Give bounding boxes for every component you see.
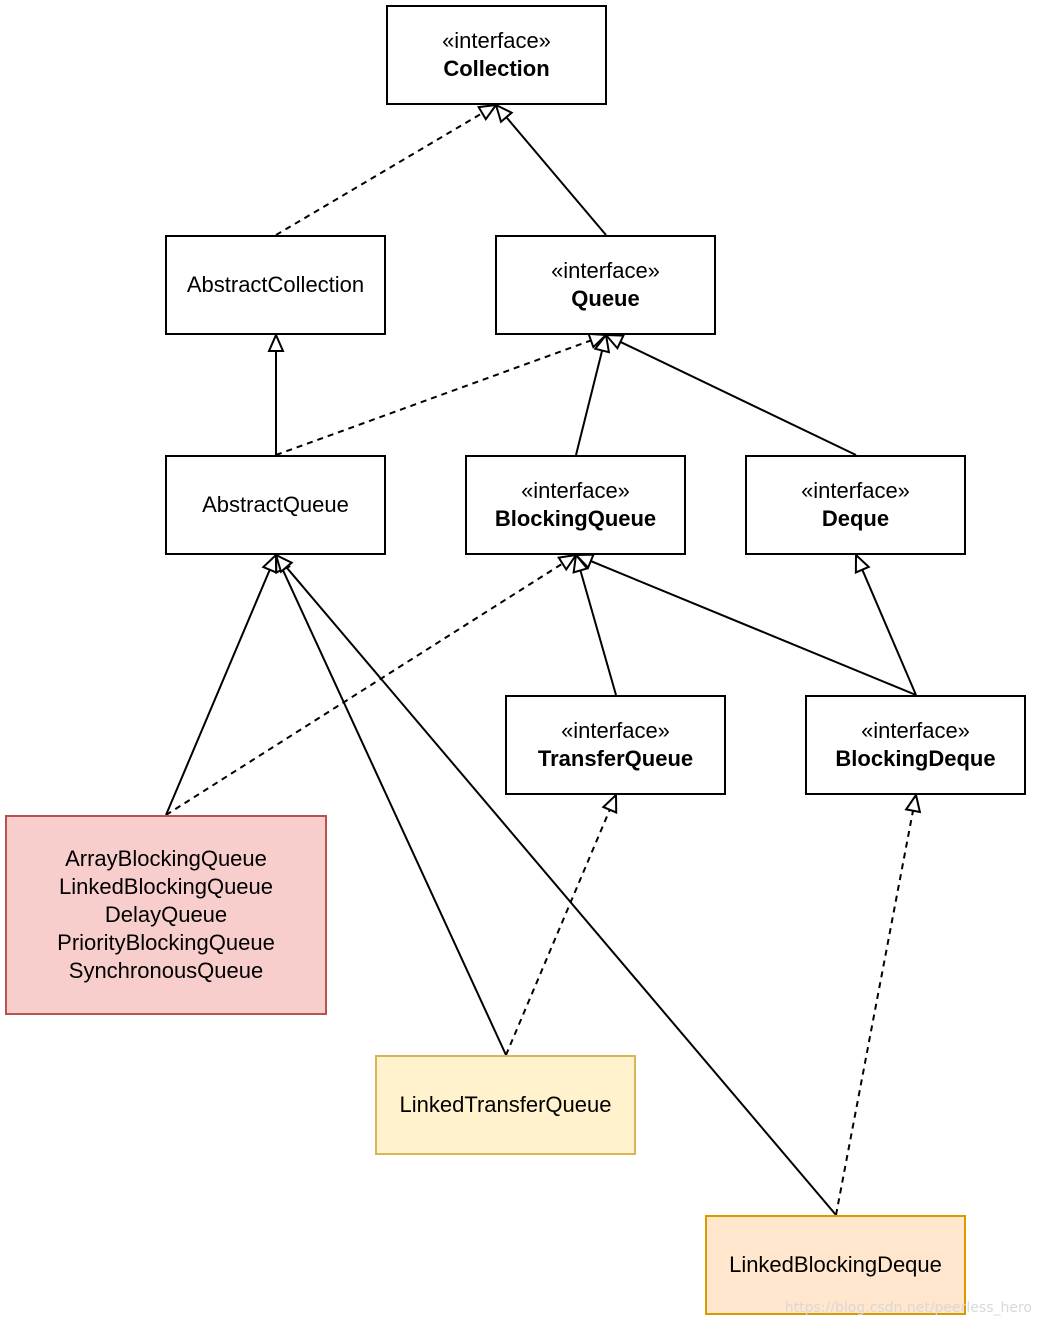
- queue-stereotype: «interface»: [551, 258, 660, 283]
- collection-name: Collection: [443, 56, 550, 81]
- edge-linked-blocking-deque-to-blocking-deque: [835, 792, 922, 1216]
- abstract-queue-name: AbstractQueue: [202, 492, 349, 517]
- hollow-arrowhead-icon: [274, 553, 294, 574]
- blocking-queue-implementations-node: ArrayBlockingQueue LinkedBlockingQueue D…: [5, 815, 327, 1015]
- abstract-queue-class-node: AbstractQueue: [165, 455, 386, 555]
- deque-stereotype: «interface»: [801, 478, 910, 503]
- impl-delay-queue: DelayQueue: [104, 902, 228, 927]
- collection-interface-node: «interface» Collection: [386, 5, 607, 105]
- edge-line: [861, 569, 917, 696]
- blocking-queue-stereotype: «interface»: [521, 478, 630, 503]
- edge-line: [165, 569, 271, 816]
- hollow-arrowhead-icon: [854, 552, 871, 574]
- hollow-arrowhead-icon: [904, 792, 922, 814]
- impl-synchronous-queue: SynchronousQueue: [68, 958, 264, 983]
- hollow-arrowhead-icon: [261, 552, 278, 574]
- impl-array-blocking-queue: ArrayBlockingQueue: [65, 846, 267, 871]
- linked-transfer-queue-name: LinkedTransferQueue: [399, 1092, 612, 1117]
- edge-abstract-queue-to-queue: [275, 332, 609, 456]
- edge-blocking-queue-to-queue: [575, 332, 611, 456]
- edge-line: [285, 566, 837, 1216]
- edge-line: [281, 569, 507, 1056]
- edge-linked-blocking-deque-to-abstract-queue: [274, 553, 837, 1216]
- collection-stereotype: «interface»: [442, 28, 551, 53]
- hollow-arrowhead-icon: [603, 333, 626, 351]
- edge-blocking-deque-to-deque: [854, 552, 917, 696]
- watermark-text: https://blog.csdn.net/peerless_hero: [784, 1300, 1032, 1316]
- edge-line: [505, 809, 611, 1056]
- edge-line: [590, 560, 917, 696]
- blocking-deque-stereotype: «interface»: [861, 718, 970, 743]
- hollow-arrowhead-icon: [267, 332, 285, 352]
- hollow-arrowhead-icon: [477, 103, 499, 121]
- edge-linked-transfer-queue-to-transfer-queue: [505, 792, 618, 1056]
- edge-line: [575, 350, 604, 456]
- impl-priority-blocking-queue: PriorityBlockingQueue: [57, 930, 275, 955]
- linked-transfer-queue-class-node: LinkedTransferQueue: [375, 1055, 636, 1155]
- edge-abstract-collection-to-collection: [275, 103, 499, 236]
- hollow-arrowhead-icon: [494, 103, 514, 124]
- edge-line: [619, 341, 857, 456]
- deque-interface-node: «interface» Deque: [745, 455, 966, 555]
- transfer-queue-name: TransferQueue: [537, 746, 694, 771]
- linked-blocking-deque-class-node: LinkedBlockingDeque: [705, 1215, 966, 1315]
- edge-queue-to-collection: [494, 103, 607, 236]
- hollow-arrowhead-icon: [601, 792, 618, 814]
- abstract-collection-class-node: AbstractCollection: [165, 235, 386, 335]
- edge-impl-group-to-abstract-queue: [165, 552, 278, 816]
- transfer-queue-interface-node: «interface» TransferQueue: [505, 695, 726, 795]
- blocking-queue-interface-node: «interface» BlockingQueue: [465, 455, 686, 555]
- edge-line: [505, 116, 607, 236]
- deque-name: Deque: [821, 506, 890, 531]
- impl-linked-blocking-queue: LinkedBlockingQueue: [58, 874, 274, 899]
- edge-blocking-deque-to-blocking-queue: [573, 553, 917, 696]
- edge-line: [275, 339, 592, 456]
- edge-abstract-queue-to-abstract-collection: [267, 332, 285, 455]
- edge-line: [275, 112, 483, 236]
- transfer-queue-stereotype: «interface»: [561, 718, 670, 743]
- edge-line: [835, 810, 914, 1216]
- linked-blocking-deque-name: LinkedBlockingDeque: [729, 1252, 942, 1277]
- edge-deque-to-queue: [603, 333, 857, 456]
- edge-transfer-queue-to-blocking-queue: [572, 552, 617, 696]
- abstract-collection-name: AbstractCollection: [186, 272, 365, 297]
- hollow-arrowhead-icon: [557, 553, 579, 572]
- queue-interface-node: «interface» Queue: [495, 235, 716, 335]
- edge-line: [165, 562, 564, 816]
- blocking-queue-name: BlockingQueue: [494, 506, 657, 531]
- edge-impl-group-to-blocking-queue: [165, 553, 579, 816]
- edge-line: [579, 570, 617, 696]
- blocking-deque-name: BlockingDeque: [835, 746, 996, 771]
- queue-name: Queue: [571, 286, 640, 311]
- hollow-arrowhead-icon: [593, 332, 611, 354]
- blocking-deque-interface-node: «interface» BlockingDeque: [805, 695, 1026, 795]
